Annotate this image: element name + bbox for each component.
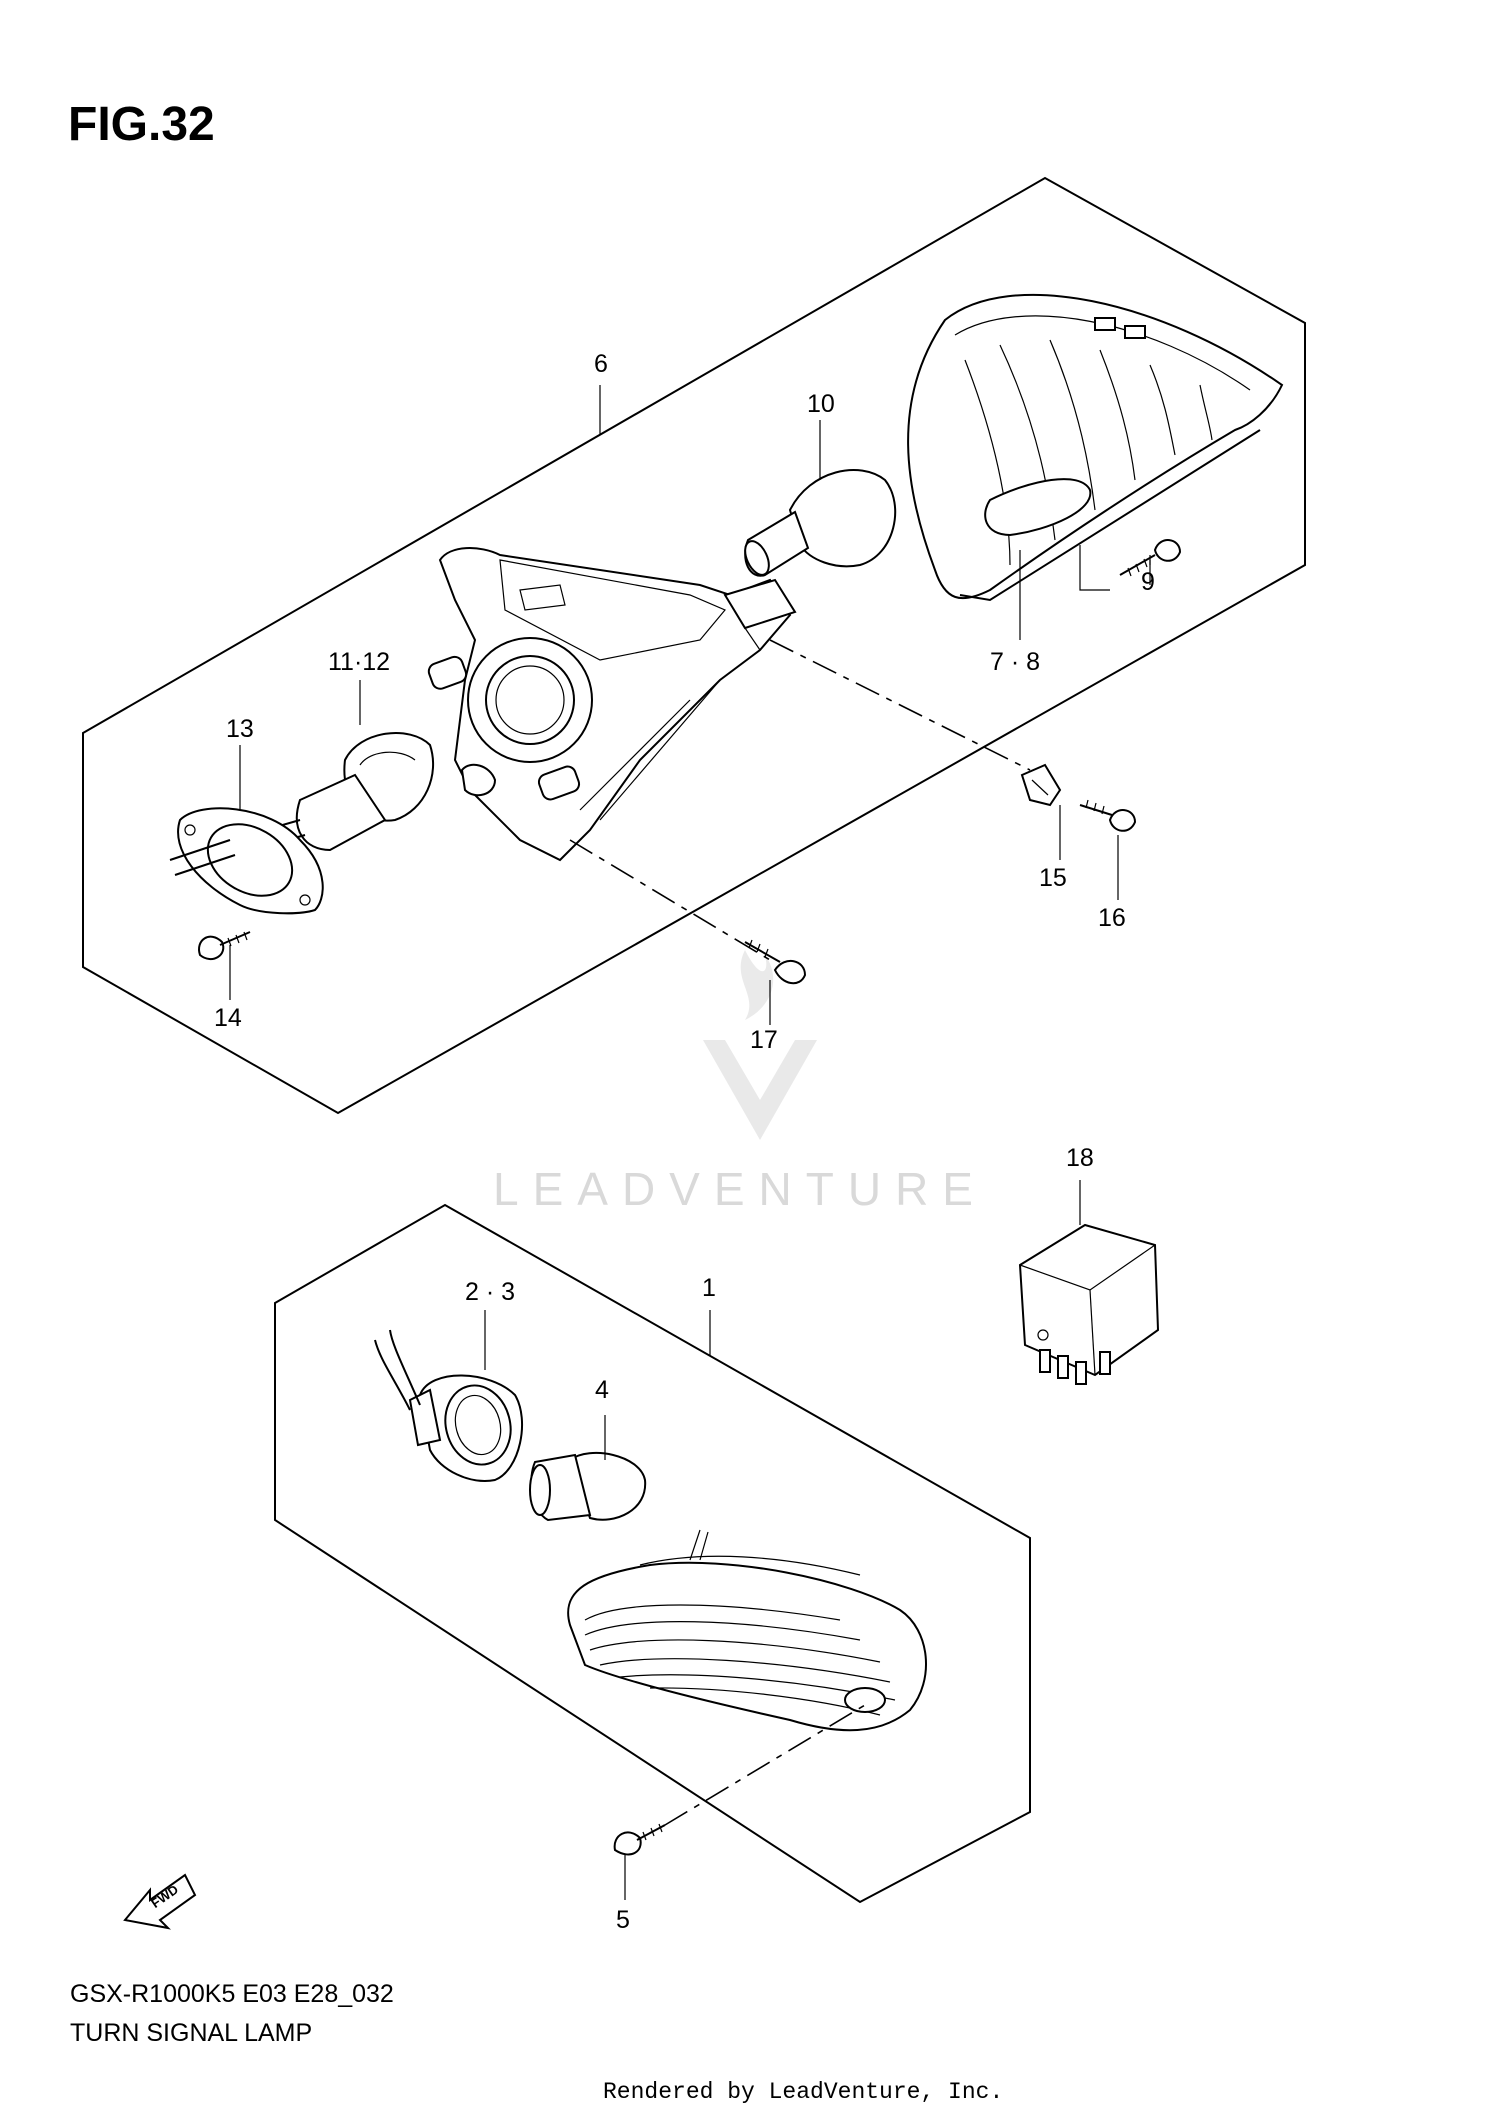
fwd-arrow-icon: FWD bbox=[123, 1873, 197, 1930]
leader-lines-upper bbox=[229, 385, 1151, 1025]
callout-2-3: 2 · 3 bbox=[465, 1278, 515, 1306]
callout-11-12: 11·12 bbox=[328, 648, 390, 676]
section-title: TURN SIGNAL LAMP bbox=[70, 2019, 312, 2047]
callout-4: 4 bbox=[595, 1376, 609, 1404]
callout-16: 16 bbox=[1098, 904, 1126, 932]
clip-15 bbox=[1020, 763, 1062, 807]
assembly-line-17 bbox=[569, 839, 771, 961]
front-bulb-4 bbox=[529, 1452, 647, 1522]
callout-17: 17 bbox=[750, 1026, 778, 1054]
front-lens-1 bbox=[567, 1529, 927, 1732]
callout-14: 14 bbox=[214, 1004, 242, 1032]
callout-7-8: 7 · 8 bbox=[990, 648, 1040, 676]
watermark-logo-icon bbox=[703, 950, 817, 1140]
leader-lines-lower bbox=[484, 1310, 711, 1900]
screw-16 bbox=[1079, 799, 1137, 832]
callout-18: 18 bbox=[1066, 1144, 1094, 1172]
front-socket-2-3 bbox=[374, 1329, 523, 1482]
screw-9 bbox=[1119, 539, 1182, 577]
callout-13: 13 bbox=[226, 715, 254, 743]
assembly-line-5 bbox=[664, 1704, 866, 1826]
watermark-text: LEADVENTURE bbox=[493, 1163, 987, 1215]
watermark: LEADVENTURE bbox=[493, 950, 987, 1215]
model-code: GSX-R1000K5 E03 E28_032 bbox=[70, 1980, 394, 2008]
callout-9: 9 bbox=[1141, 568, 1155, 596]
assembly-line-15 bbox=[769, 639, 1031, 771]
rear-lens-7-8 bbox=[907, 293, 1284, 602]
callout-5: 5 bbox=[616, 1906, 630, 1934]
screw-14 bbox=[198, 931, 251, 961]
figure-title: FIG.32 bbox=[68, 98, 215, 151]
callout-10: 10 bbox=[807, 390, 835, 418]
screw-5 bbox=[613, 1823, 666, 1856]
callout-1: 1 bbox=[702, 1274, 716, 1302]
rear-socket-11-12 bbox=[229, 732, 435, 856]
upper-assembly-frame bbox=[82, 176, 1306, 1115]
relay-18 bbox=[1018, 1180, 1160, 1385]
rear-housing-6 bbox=[427, 547, 797, 862]
rear-gasket-13 bbox=[169, 807, 324, 915]
callout-15: 15 bbox=[1039, 864, 1067, 892]
lower-assembly-frame bbox=[274, 1203, 1031, 1904]
rear-bulb-10 bbox=[744, 469, 897, 577]
rendered-by: Rendered by LeadVenture, Inc. bbox=[603, 2079, 1003, 2105]
screw-17 bbox=[744, 939, 807, 985]
callout-6: 6 bbox=[594, 350, 608, 378]
